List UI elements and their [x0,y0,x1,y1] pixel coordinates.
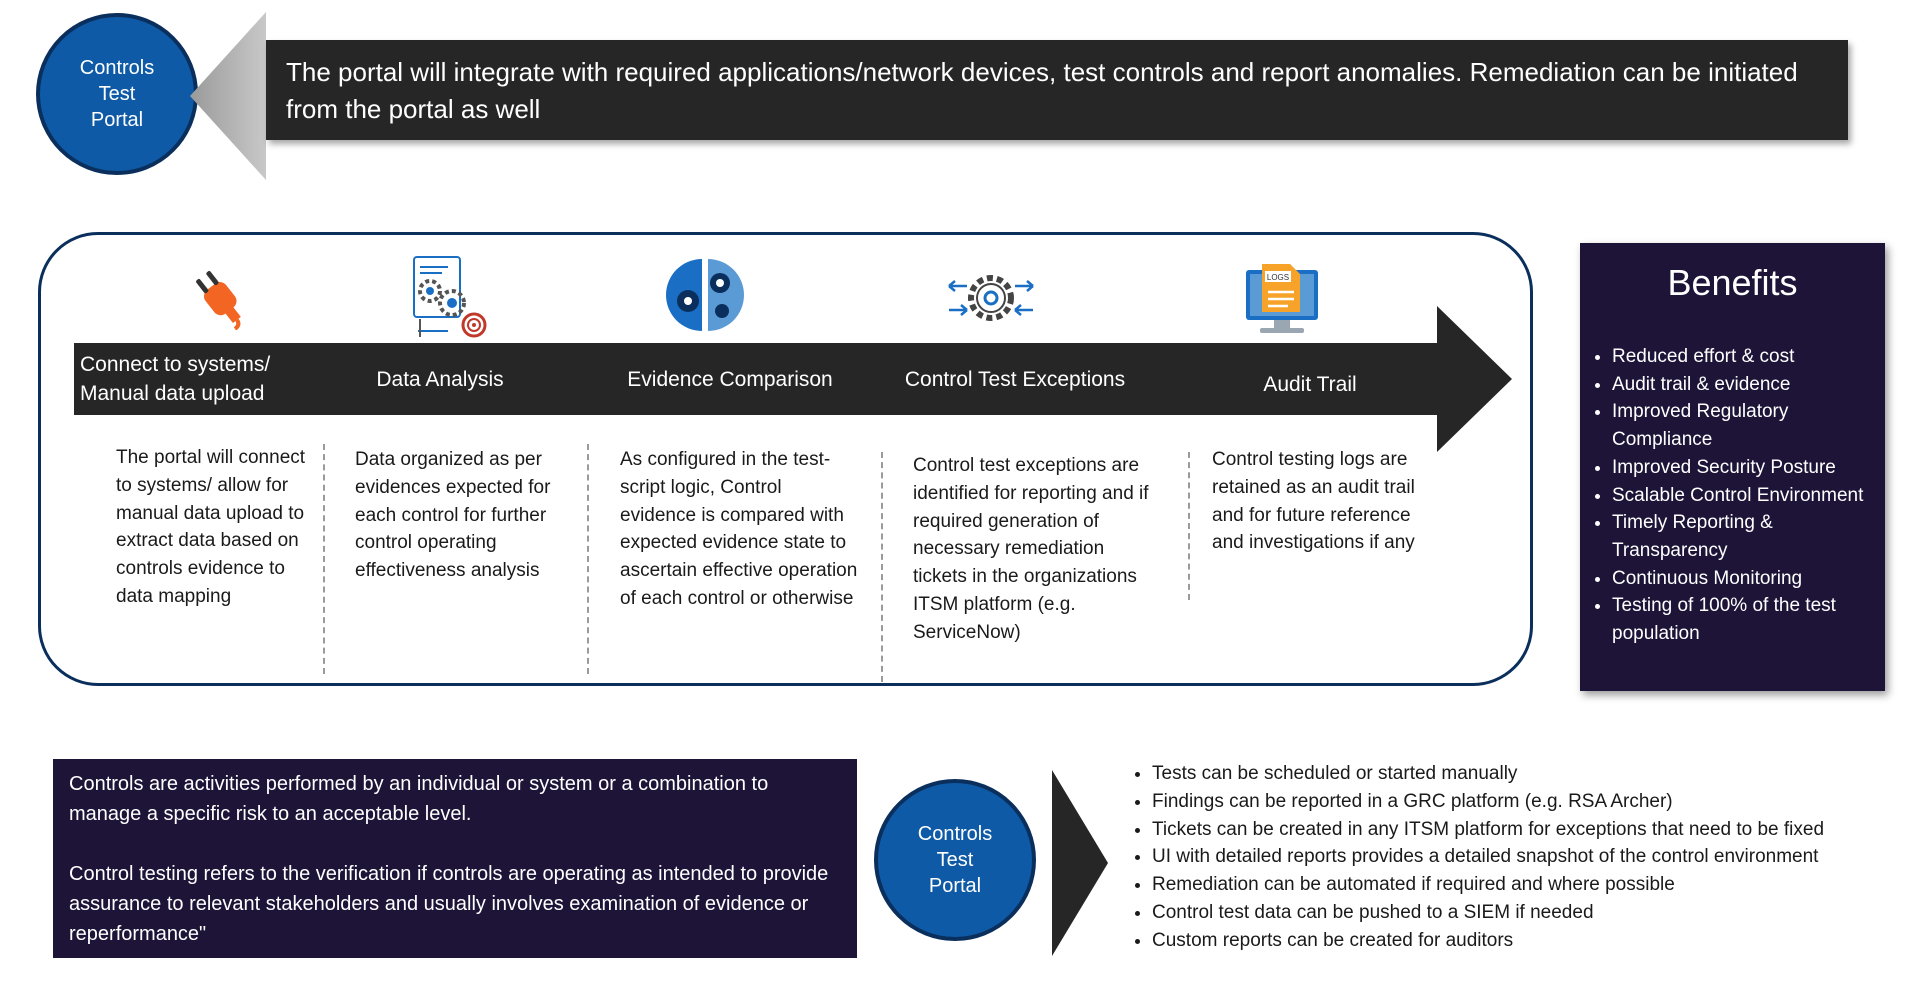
benefit-item: Scalable Control Environment [1612,482,1882,510]
feature-item: Custom reports can be created for audito… [1152,927,1920,955]
step-label-connect: Connect to systems/ Manual data upload [80,353,271,405]
step-label-control-test-exceptions: Control Test Exceptions [904,367,1126,391]
portal-label: Controls Test Portal [917,823,993,897]
portal-features-list: Tests can be scheduled or started manual… [1120,760,1920,955]
benefit-item: Continuous Monitoring [1612,565,1882,593]
plug-icon [196,271,241,330]
benefit-item: Testing of 100% of the test population [1612,592,1882,647]
feature-item: Tickets can be created in any ITSM platf… [1152,816,1920,844]
step-description-control-test-exceptions: Control test exceptions are identified f… [913,455,1149,643]
control-testing-definition-text: Control testing refers to the verificati… [69,863,829,945]
controls-test-portal-badge-bottom: Controls Test Portal [874,779,1036,941]
callout-wedge [190,12,266,180]
portal-description-banner: The portal will integrate with required … [266,40,1848,140]
step-label-audit-trail: Audit Trail [1263,372,1357,396]
step-label-data-analysis: Data Analysis [376,367,504,391]
controls-definition-text: Controls are activities performed by an … [69,773,769,825]
controls-definition-box: Controls are activities performed by an … [53,759,857,958]
logs-text: LOGS [1267,273,1289,282]
brain-gears-icon [666,259,744,331]
gear-arrows-icon [948,275,1034,321]
step-label-evidence-comparison: Evidence Comparison [627,367,833,391]
benefits-panel: Benefits Reduced effort & cost Audit tra… [1580,243,1885,691]
benefit-item: Improved Regulatory Compliance [1612,398,1882,453]
feature-item: Control test data can be pushed to a SIE… [1152,899,1920,927]
benefit-item: Improved Security Posture [1612,454,1882,482]
step-divider [323,444,325,674]
benefits-title: Benefits [1667,262,1798,303]
analysis-gears-icon [413,256,487,338]
portal-label: Controls Test Portal [79,57,155,131]
controls-test-portal-badge: Controls Test Portal [36,13,198,175]
benefit-item: Audit trail & evidence [1612,371,1882,399]
step-divider [587,444,589,674]
step-description-evidence-comparison: As configured in the test-script logic, … [620,449,858,609]
feature-item: UI with detailed reports provides a deta… [1152,843,1920,871]
logs-monitor-icon: LOGS [1246,264,1318,333]
feature-item: Remediation can be automated if required… [1152,871,1920,899]
benefit-item: Reduced effort & cost [1612,343,1882,371]
benefit-item: Timely Reporting & Transparency [1612,509,1882,564]
step-description-connect: The portal will connect to systems/ allo… [116,447,306,607]
step-divider [881,452,883,682]
step-description-data-analysis: Data organized as per evidences expected… [355,449,551,582]
benefits-list: Reduced effort & cost Audit trail & evid… [1584,343,1882,648]
step-description-audit-trail: Control testing logs are retained as an … [1212,449,1415,554]
feature-item: Tests can be scheduled or started manual… [1152,760,1920,788]
chevron-right-icon [1052,770,1108,956]
feature-item: Findings can be reported in a GRC platfo… [1152,788,1920,816]
process-arrow [74,306,1512,452]
step-divider [1188,452,1190,600]
portal-features: Tests can be scheduled or started manual… [1120,760,1920,955]
